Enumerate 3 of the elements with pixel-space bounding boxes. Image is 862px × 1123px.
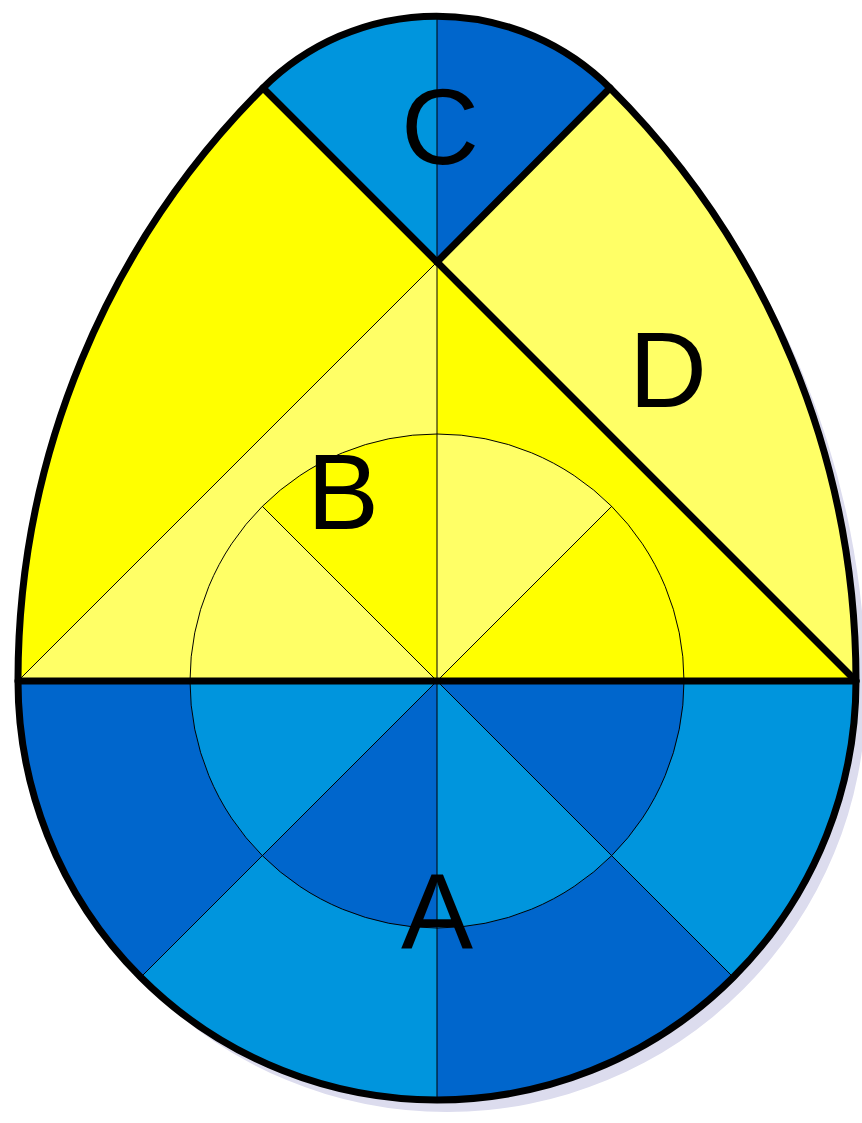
- region-label: C: [401, 73, 479, 181]
- region-label: D: [629, 316, 707, 424]
- region-label: B: [307, 438, 379, 546]
